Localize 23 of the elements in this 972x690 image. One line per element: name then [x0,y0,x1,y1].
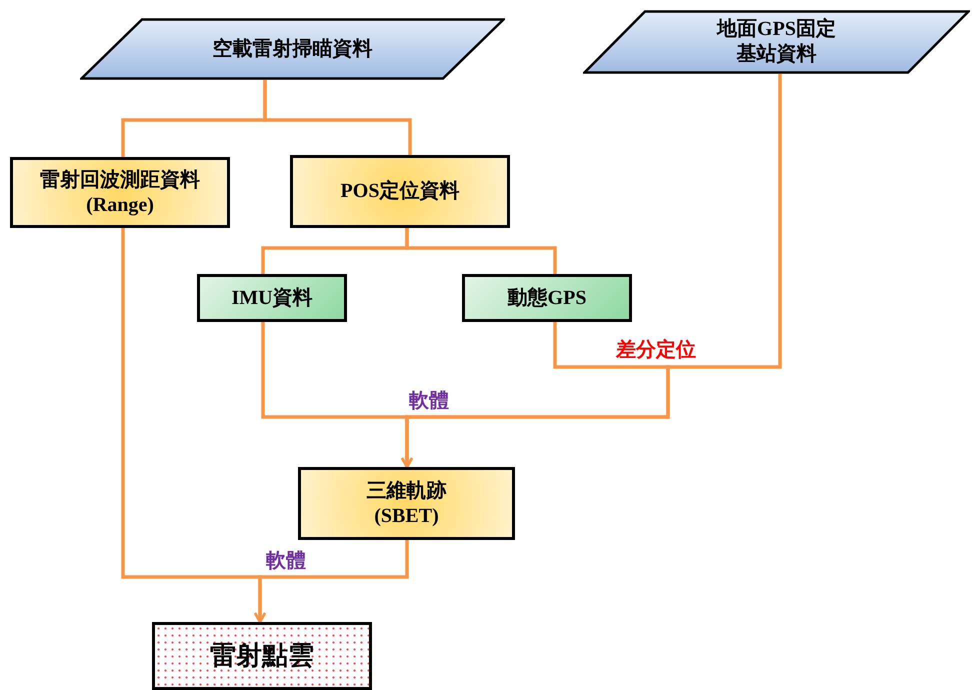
process-box [298,467,515,540]
node-text: (Range) [86,192,154,218]
node-text: 雷射點雲 [210,640,314,672]
connector [254,540,409,624]
process-box [10,157,230,228]
connector [405,228,557,274]
output-box [152,622,372,690]
connector [400,74,782,468]
node-text: (SBET) [374,504,439,528]
node-text: 地面GPS固定 [717,17,836,42]
node-text: 雷射回波測距資料 [40,168,200,192]
node-text: 動態GPS [508,286,586,310]
node-text: 空載雷射掃瞄資料 [212,36,372,62]
node-text: POS定位資料 [340,179,460,204]
connector [263,80,412,155]
input-data-parallelogram [80,18,505,80]
data-box [197,274,347,322]
process-box [290,155,510,228]
node-text: 基站資料 [736,42,816,67]
node-text: 三維軌跡 [366,478,446,504]
node-text: IMU資料 [231,286,313,310]
input-data-parallelogram [583,10,970,74]
data-box [462,274,632,322]
